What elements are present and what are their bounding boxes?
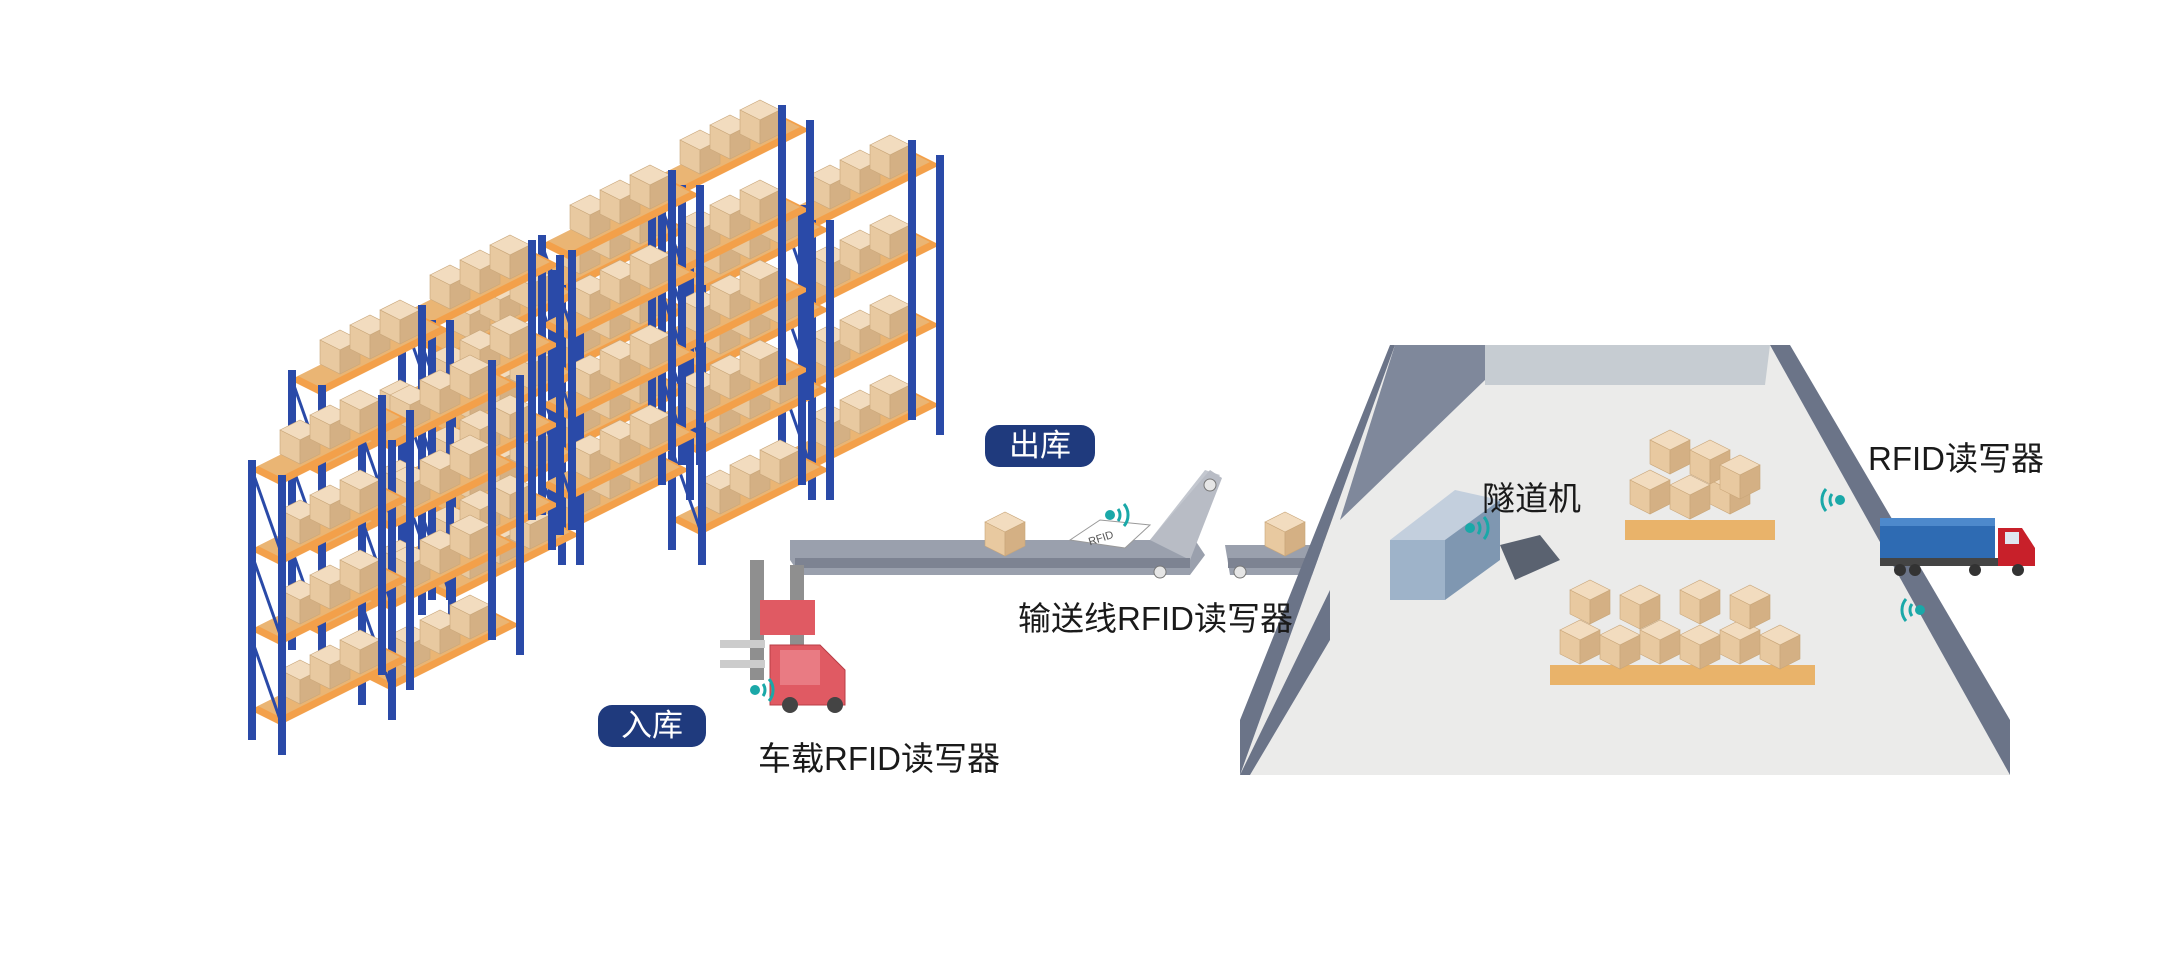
forklift: [720, 560, 846, 713]
outbound-badge: 出库: [985, 425, 1095, 467]
rfid-tag-icon: RFID: [1068, 519, 1152, 549]
storage-racks: [248, 100, 944, 755]
warehouse-area: [1240, 345, 2010, 775]
conveyor-reader-label: 输送线RFID读写器: [1018, 600, 1293, 637]
tunnel-machine-label: 隧道机: [1482, 480, 1581, 517]
truck: [1880, 518, 2035, 576]
vehicle-reader-label: 车载RFID读写器: [758, 740, 1000, 777]
pallet-stack-2: [1550, 579, 1815, 685]
gate-reader-label: RFID读写器: [1868, 440, 2044, 477]
inbound-badge: 入库: [598, 705, 706, 747]
pallet-stack-1: [1625, 429, 1775, 540]
tunnel-machine: [1390, 490, 1560, 600]
